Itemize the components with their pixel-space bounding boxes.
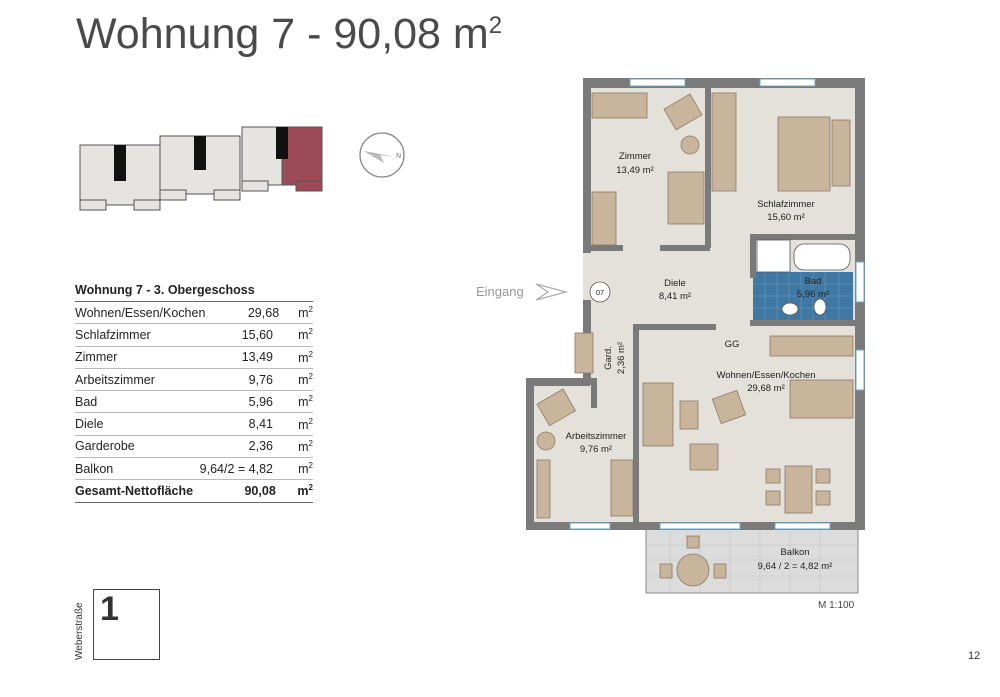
room-label-wohnen: Wohnen/Essen/Kochen — [716, 370, 815, 381]
door-number-badge — [589, 281, 611, 303]
area-table: Wohnung 7 - 3. Obergeschoss Wohnen/Essen… — [75, 283, 313, 503]
row-name: Diele — [75, 417, 104, 432]
row-value: 9,76 — [248, 372, 273, 387]
svg-text:N: N — [396, 153, 401, 160]
row-unit: m2 — [297, 483, 313, 499]
table-row: Wohnen/Essen/Kochen 29,68 m2 — [75, 302, 313, 325]
total-name: Gesamt-Nettofläche — [75, 484, 194, 499]
row-name: Garderobe — [75, 439, 135, 454]
row-value: 9,64/2 = 4,82 — [199, 461, 273, 476]
room-label-balkon: Balkon — [780, 547, 809, 558]
row-value: 13,49 — [241, 350, 273, 365]
row-unit: m2 — [298, 394, 313, 410]
row-unit: m2 — [298, 305, 313, 321]
room-area-schlafzimmer: 15,60 m² — [767, 212, 805, 223]
row-name: Bad — [75, 394, 98, 409]
table-row: Bad 5,96 m2 — [75, 391, 313, 414]
compass-icon: N — [359, 132, 405, 178]
room-area-diele: 8,41 m² — [659, 291, 691, 302]
room-label-schlafzimmer: Schlafzimmer — [757, 199, 815, 210]
row-value: 8,41 — [248, 417, 273, 432]
room-area-arbeitszimmer: 9,76 m² — [580, 444, 612, 455]
page-title: Wohnung 7 - 90,08 m2 — [76, 10, 502, 59]
building-keymap — [79, 126, 323, 211]
title-text: Wohnung 7 - 90,08 m — [76, 10, 489, 58]
row-value: 5,96 — [248, 394, 273, 409]
svg-text:Weberstraße: Weberstraße — [74, 602, 85, 660]
room-label-bad: Bad — [805, 276, 822, 287]
row-value: 2,36 — [248, 439, 273, 454]
entrance-label: Eingang — [476, 284, 524, 299]
row-unit: m2 — [298, 416, 313, 432]
table-row: Balkon 9,64/2 = 4,82 m2 — [75, 458, 313, 481]
room-label-gard: Gard. — [603, 346, 614, 370]
room-area-bad: 5,96 m² — [797, 289, 829, 300]
row-name: Balkon — [75, 461, 114, 476]
row-unit: m2 — [298, 461, 313, 477]
row-name: Schlafzimmer — [75, 327, 151, 342]
balcony-area — [645, 527, 859, 594]
house-number-box: 1 — [93, 589, 160, 660]
scale-label: M 1:100 — [818, 600, 855, 611]
table-total-row: Gesamt-Nettofläche 90,08 m2 — [75, 480, 313, 503]
row-value: 15,60 — [241, 327, 273, 342]
gg-label: GG — [725, 339, 740, 350]
room-area-balkon: 9,64 / 2 = 4,82 m² — [758, 561, 833, 572]
table-row: Arbeitszimmer 9,76 m2 — [75, 369, 313, 392]
street-label: Weberstraße — [74, 602, 85, 660]
door-number: 07 — [596, 288, 604, 297]
room-area-zimmer: 13,49 m² — [616, 165, 654, 176]
table-row: Garderobe 2,36 m2 — [75, 436, 313, 459]
page-number: 12 — [968, 650, 981, 662]
table-row: Diele 8,41 m2 — [75, 413, 313, 436]
bathroom-tiles — [753, 272, 853, 322]
row-name: Arbeitszimmer — [75, 372, 155, 387]
room-area-wohnen: 29,68 m² — [747, 383, 785, 394]
entrance-arrow-icon — [535, 283, 569, 301]
row-unit: m2 — [298, 349, 313, 365]
row-name: Wohnen/Essen/Kochen — [75, 305, 206, 320]
row-value: 29,68 — [247, 305, 280, 320]
room-label-zimmer: Zimmer — [619, 151, 651, 162]
row-unit: m2 — [298, 327, 313, 343]
floor-plan: Zimmer 13,49 m² Schlafzimmer 15,60 m² Di… — [476, 78, 865, 594]
row-unit: m2 — [298, 371, 313, 388]
apartment-highlight — [281, 126, 323, 186]
room-area-gard: 2,36 m² — [616, 342, 627, 374]
furniture — [536, 92, 854, 587]
row-unit: m2 — [298, 438, 313, 454]
room-label-diele: Diele — [664, 278, 686, 289]
room-label-arbeitszimmer: Arbeitszimmer — [566, 431, 627, 442]
row-name: Zimmer — [75, 350, 118, 365]
table-heading: Wohnung 7 - 3. Obergeschoss — [75, 283, 313, 302]
table-row: Zimmer 13,49 m2 — [75, 347, 313, 369]
house-number: 1 — [100, 590, 119, 628]
table-row: Schlafzimmer 15,60 m2 — [75, 324, 313, 347]
total-value: 90,08 — [244, 484, 276, 499]
title-superscript: 2 — [488, 12, 503, 39]
